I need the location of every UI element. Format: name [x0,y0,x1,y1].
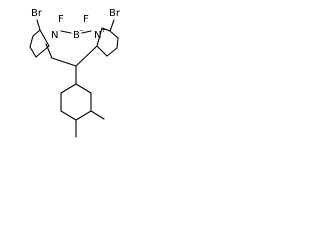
bond [45,43,53,59]
molecule-canvas: Br Br F F B − N N + [0,0,152,152]
atom-labels: Br Br F F B − N N + [31,8,121,41]
atom-boron: B [73,30,80,41]
bond [109,30,119,39]
bond [60,110,77,121]
bond [51,57,77,67]
bond [39,29,50,47]
boron-charge: − [79,27,84,34]
n-right-charge: + [101,27,106,34]
bond [81,30,92,34]
bond [32,29,41,37]
bond [75,45,98,67]
atom-f-left: F [58,14,64,25]
bond-lines [29,19,119,138]
bond [101,27,111,32]
bond [109,19,115,32]
bond [36,19,41,31]
bond [106,47,118,57]
bond [60,30,72,34]
bond [75,110,92,121]
bodipy-structure-diagram: Br Br F F B − N N + [29,8,121,138]
atom-n-right: N [94,30,101,41]
bond [29,35,34,48]
bond [60,83,77,94]
bond [35,45,50,58]
atom-br-left: Br [31,8,43,19]
atom-br-right: Br [109,8,121,19]
bond [90,110,105,120]
atom-n-left: N [51,30,58,41]
atom-f-right: F [83,14,89,25]
bond [116,37,119,49]
bond [75,83,92,94]
bond [96,27,103,47]
bond [29,46,37,58]
bond [96,45,108,57]
